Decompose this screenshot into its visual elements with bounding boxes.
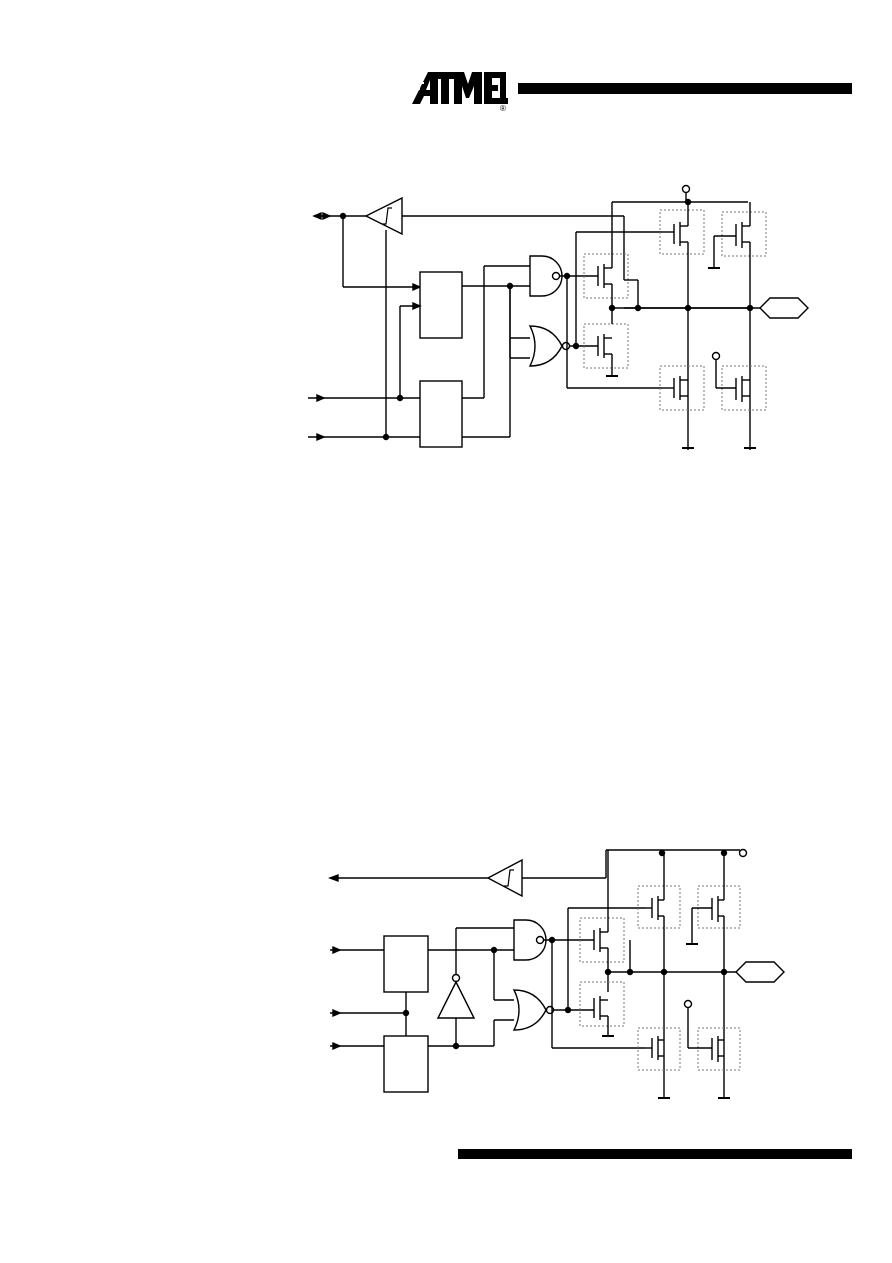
transistor-box-5 bbox=[659, 365, 705, 411]
vcc-terminal bbox=[681, 184, 691, 194]
transistor-2 bbox=[597, 334, 618, 377]
input-arrow-1 bbox=[308, 393, 420, 403]
transistor-3 bbox=[673, 202, 689, 450]
transistor-box-12 bbox=[697, 1027, 741, 1071]
inverter bbox=[436, 973, 476, 1019]
header-rule bbox=[518, 83, 852, 94]
transistor-1 bbox=[597, 254, 613, 308]
bidirectional-arrow-icon bbox=[312, 211, 344, 221]
logic-block-lower bbox=[419, 380, 463, 448]
nand-gate bbox=[529, 255, 563, 297]
nor-gate-2 bbox=[512, 989, 555, 1031]
io-circuit-diagram-2 bbox=[328, 848, 785, 1099]
supply-terminal bbox=[711, 351, 721, 361]
transistor-box-3 bbox=[659, 209, 705, 255]
transistor-box-1 bbox=[583, 253, 629, 299]
schmitt-trigger-buffer-2 bbox=[486, 858, 523, 898]
transistor-box-2 bbox=[583, 323, 629, 369]
transistor-box-11 bbox=[637, 1027, 681, 1071]
supply-terminal-2 bbox=[683, 999, 693, 1009]
nor-gate bbox=[528, 325, 571, 367]
io-pad-2 bbox=[735, 961, 785, 983]
transistor-box-8 bbox=[579, 981, 625, 1027]
transistor-box-10 bbox=[697, 885, 741, 929]
vcc-terminal-2 bbox=[738, 848, 748, 858]
io-circuit-diagram-1 bbox=[308, 184, 809, 450]
input-arrow-b bbox=[330, 1008, 406, 1018]
io-pad bbox=[759, 297, 809, 319]
transistor-box-4 bbox=[721, 211, 767, 257]
transistor-5 bbox=[673, 376, 688, 400]
footer-rule bbox=[458, 1149, 852, 1159]
schmitt-trigger-buffer bbox=[364, 196, 403, 236]
transistor-4 bbox=[708, 202, 751, 450]
registered-mark: ® bbox=[500, 104, 506, 112]
nand-gate-2 bbox=[513, 919, 547, 961]
transistor-box-7 bbox=[579, 917, 625, 963]
logic-block-a bbox=[383, 935, 429, 993]
atmel-logo: ® bbox=[408, 72, 508, 112]
output-arrow bbox=[328, 873, 488, 883]
logic-block-upper bbox=[419, 271, 463, 339]
transistor-6 bbox=[715, 360, 750, 402]
input-arrow-c bbox=[330, 1041, 384, 1051]
logic-block-b bbox=[383, 1035, 429, 1093]
transistor-box-9 bbox=[637, 885, 681, 929]
input-arrow-a bbox=[330, 945, 384, 955]
input-arrow-2 bbox=[308, 432, 420, 442]
